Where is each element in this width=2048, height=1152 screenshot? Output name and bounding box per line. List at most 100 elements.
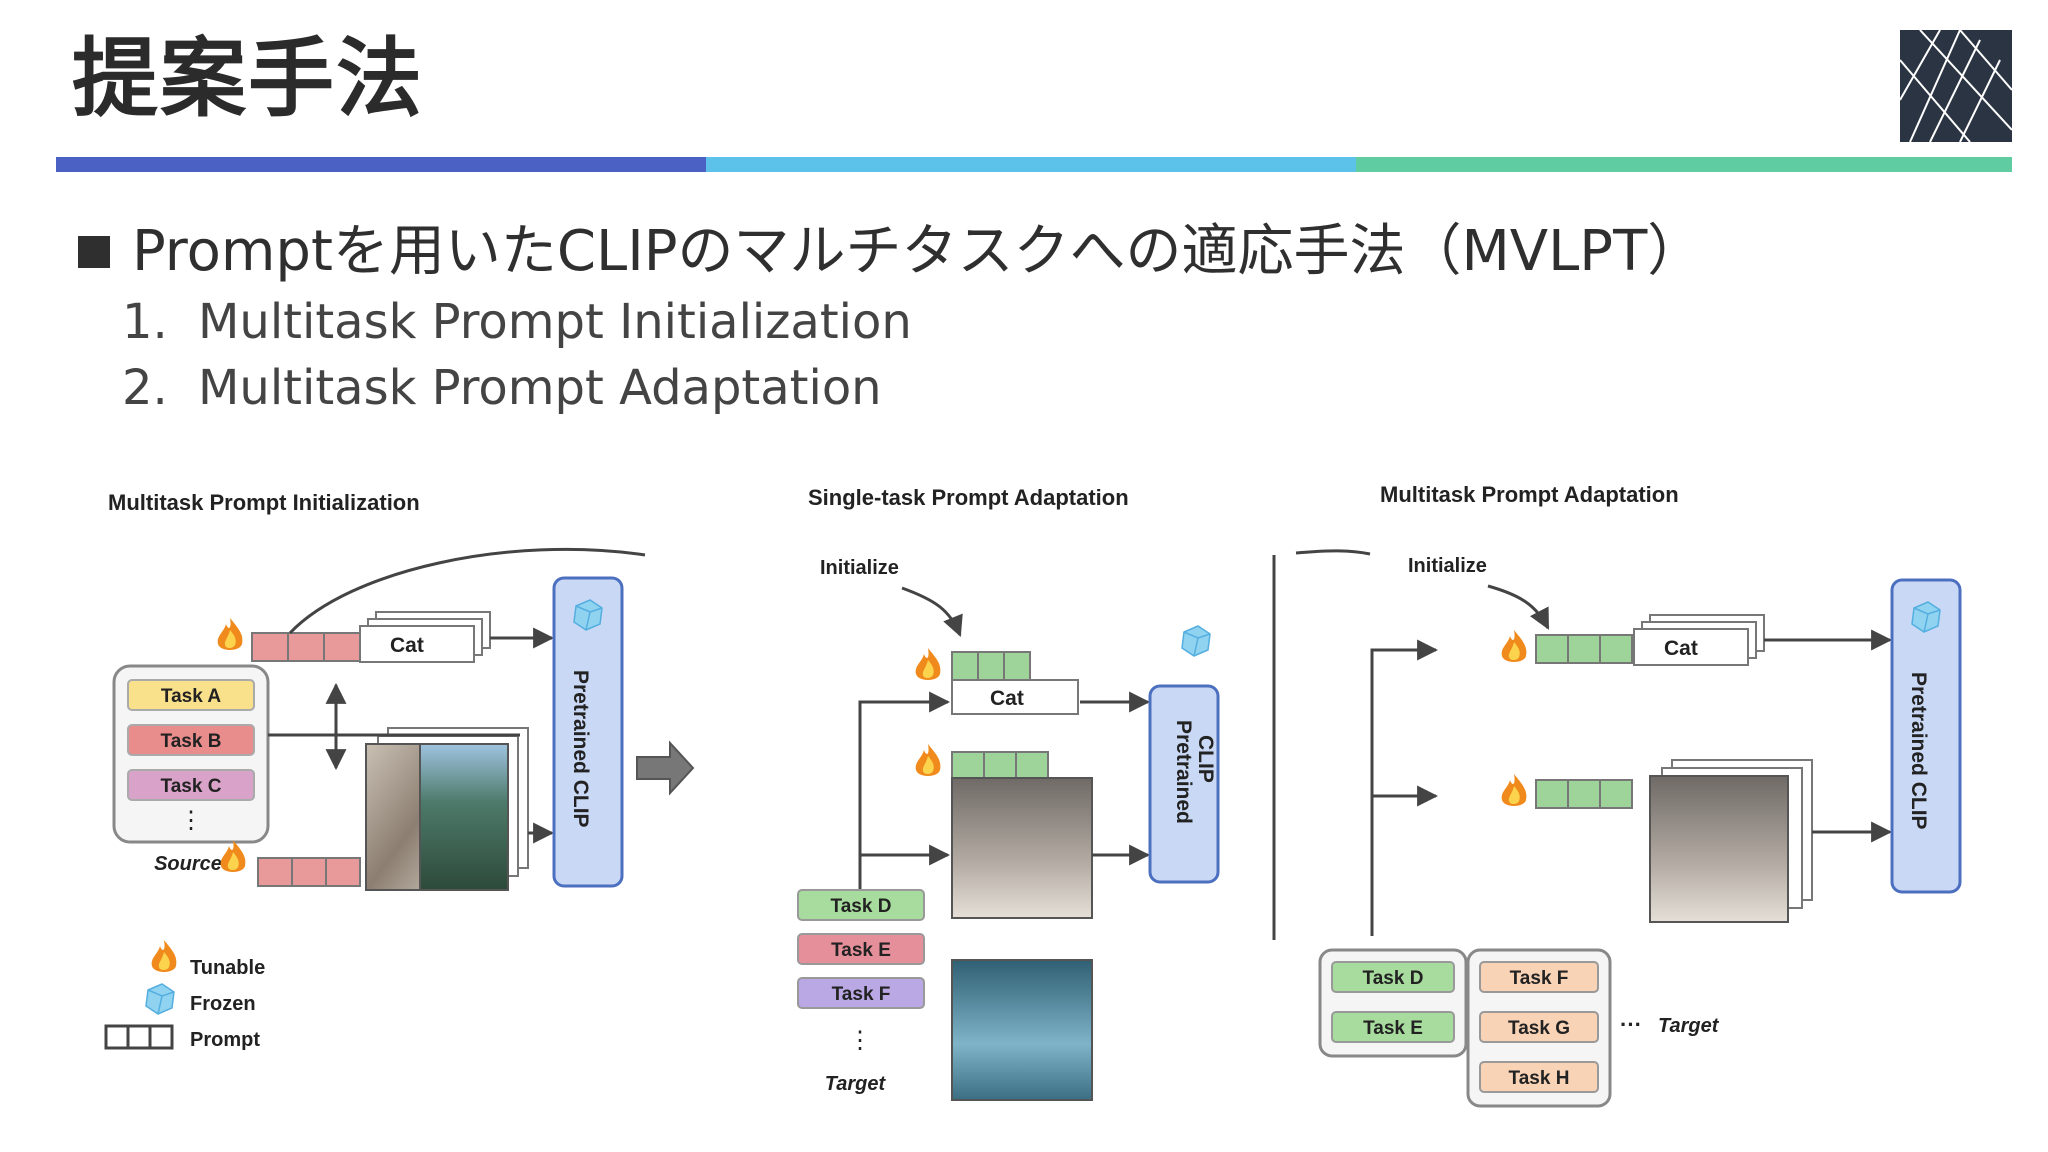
section-title-init: Multitask Prompt Initialization bbox=[108, 490, 420, 515]
fire-icon bbox=[220, 840, 246, 872]
legend-prompt-cell bbox=[104, 1024, 130, 1050]
task-h-chip bbox=[1479, 1061, 1599, 1093]
prompt-cell bbox=[287, 632, 325, 662]
stripe-segment-blue bbox=[56, 157, 706, 172]
cat-token-label: Cat bbox=[990, 687, 1024, 710]
legend-prompt-cell bbox=[148, 1024, 174, 1050]
prompt-cell bbox=[325, 857, 361, 887]
task-g-label: Task G bbox=[1508, 1018, 1570, 1039]
task-b-label: Task B bbox=[161, 731, 222, 752]
subitem-2: 2. Multitask Prompt Adaptation bbox=[122, 360, 882, 418]
pretrained-clip-label: Pretrained CLIP bbox=[1907, 672, 1930, 830]
prompt-cell bbox=[1535, 634, 1569, 664]
prompt-cell bbox=[977, 651, 1005, 681]
prompt-cell bbox=[291, 857, 327, 887]
pretrained-clip-label: Pretrained bbox=[1172, 720, 1195, 824]
logo bbox=[1899, 29, 2013, 143]
forest-image-placeholder bbox=[419, 743, 509, 891]
prompt-cell bbox=[1003, 651, 1031, 681]
pretrained-clip-label: CLIP bbox=[1194, 735, 1217, 783]
task-e-label: Task E bbox=[1363, 1018, 1423, 1039]
legend-prompt-cell bbox=[126, 1024, 152, 1050]
task-d-chip bbox=[797, 889, 925, 921]
fire-icon bbox=[1501, 774, 1527, 806]
bullet-text: Promptを用いたCLIPのマルチタスクへの適応手法（MVLPT） bbox=[132, 219, 1704, 284]
task-e-chip bbox=[797, 933, 925, 965]
prompt-cell bbox=[951, 651, 979, 681]
pretrained-clip-block bbox=[1890, 578, 1962, 894]
task-d-label: Task D bbox=[831, 896, 892, 917]
fire-icon bbox=[151, 940, 177, 972]
text-token-box bbox=[951, 679, 1079, 715]
ice-cube-icon bbox=[145, 983, 175, 1015]
text-token-box bbox=[359, 625, 475, 663]
task-c-label: Task C bbox=[161, 776, 222, 797]
task-a-label: Task A bbox=[161, 686, 221, 707]
legend-prompt-label: Prompt bbox=[190, 1029, 260, 1051]
ice-cube-icon bbox=[1181, 625, 1211, 657]
connector-arrow bbox=[858, 691, 951, 890]
fire-icon bbox=[1501, 630, 1527, 662]
legend-tunable-label: Tunable bbox=[190, 957, 265, 979]
vertical-ellipsis: ⋮ bbox=[848, 1027, 872, 1054]
task-c-chip bbox=[127, 769, 255, 801]
initialize-curve bbox=[1295, 549, 1371, 556]
subitem-text: Multitask Prompt Adaptation bbox=[198, 360, 882, 416]
slide-title: 提案手法 bbox=[72, 29, 424, 129]
initialize-arrow bbox=[901, 586, 963, 637]
prompt-cell bbox=[951, 751, 985, 779]
pretrained-clip-block bbox=[552, 576, 624, 888]
prompt-cell bbox=[1599, 634, 1633, 664]
stripe-segment-green bbox=[1356, 157, 2012, 172]
task-f-chip bbox=[1479, 961, 1599, 993]
cat-token-label: Cat bbox=[1664, 637, 1698, 660]
prompt-cell bbox=[257, 857, 293, 887]
sleeping-cat-image-placeholder bbox=[951, 959, 1093, 1101]
task-h-label: Task H bbox=[1509, 1068, 1570, 1089]
arrow-right-icon bbox=[636, 740, 695, 796]
task-e-chip bbox=[1331, 1011, 1455, 1043]
subitem-number: 1. bbox=[122, 294, 168, 350]
subitem-number: 2. bbox=[122, 360, 168, 416]
header-stripe bbox=[56, 157, 2012, 172]
initialize-label: Initialize bbox=[1408, 555, 1487, 577]
prompt-cell bbox=[1015, 751, 1049, 779]
task-a-chip bbox=[127, 679, 255, 711]
task-d-label: Task D bbox=[1363, 968, 1424, 989]
prompt-cell bbox=[323, 632, 361, 662]
horizontal-ellipsis: ··· bbox=[1620, 1012, 1642, 1037]
vertical-ellipsis: ⋮ bbox=[179, 807, 203, 834]
fire-icon bbox=[217, 618, 243, 650]
bullet-square-icon bbox=[78, 236, 110, 268]
target-label: Target bbox=[1658, 1015, 1720, 1037]
fire-icon bbox=[915, 648, 941, 680]
legend-frozen-label: Frozen bbox=[190, 993, 256, 1015]
prompt-cell bbox=[1567, 779, 1601, 809]
task-g-chip bbox=[1479, 1011, 1599, 1043]
ice-cube-icon bbox=[1911, 601, 1941, 633]
initialize-arrow bbox=[1487, 584, 1550, 630]
section-title-single: Single-task Prompt Adaptation bbox=[808, 485, 1129, 510]
prompt-cell bbox=[983, 751, 1017, 779]
fire-icon bbox=[915, 744, 941, 776]
task-e-label: Task E bbox=[831, 940, 891, 961]
logo-lines bbox=[1899, 29, 2013, 143]
initialize-label: Initialize bbox=[820, 557, 899, 579]
ice-cube-icon bbox=[573, 599, 603, 631]
prompt-cell bbox=[1599, 779, 1633, 809]
text-token-box bbox=[1633, 628, 1749, 666]
initialize-curve bbox=[288, 547, 646, 635]
task-b-chip bbox=[127, 724, 255, 756]
task-d-chip bbox=[1331, 961, 1455, 993]
source-label: Source bbox=[154, 853, 222, 875]
prompt-cell bbox=[1535, 779, 1569, 809]
connector-arrow bbox=[1370, 639, 1439, 936]
pretrained-clip-label: Pretrained CLIP bbox=[569, 670, 592, 828]
kitten-image-placeholder bbox=[951, 777, 1093, 919]
pretrained-clip-block bbox=[1148, 684, 1220, 884]
prompt-cell bbox=[1567, 634, 1601, 664]
stripe-segment-cyan bbox=[706, 157, 1356, 172]
target-label: Target bbox=[825, 1073, 887, 1095]
subitem-1: 1.Multitask Prompt Initialization bbox=[122, 294, 912, 352]
prompt-cell bbox=[251, 632, 289, 662]
